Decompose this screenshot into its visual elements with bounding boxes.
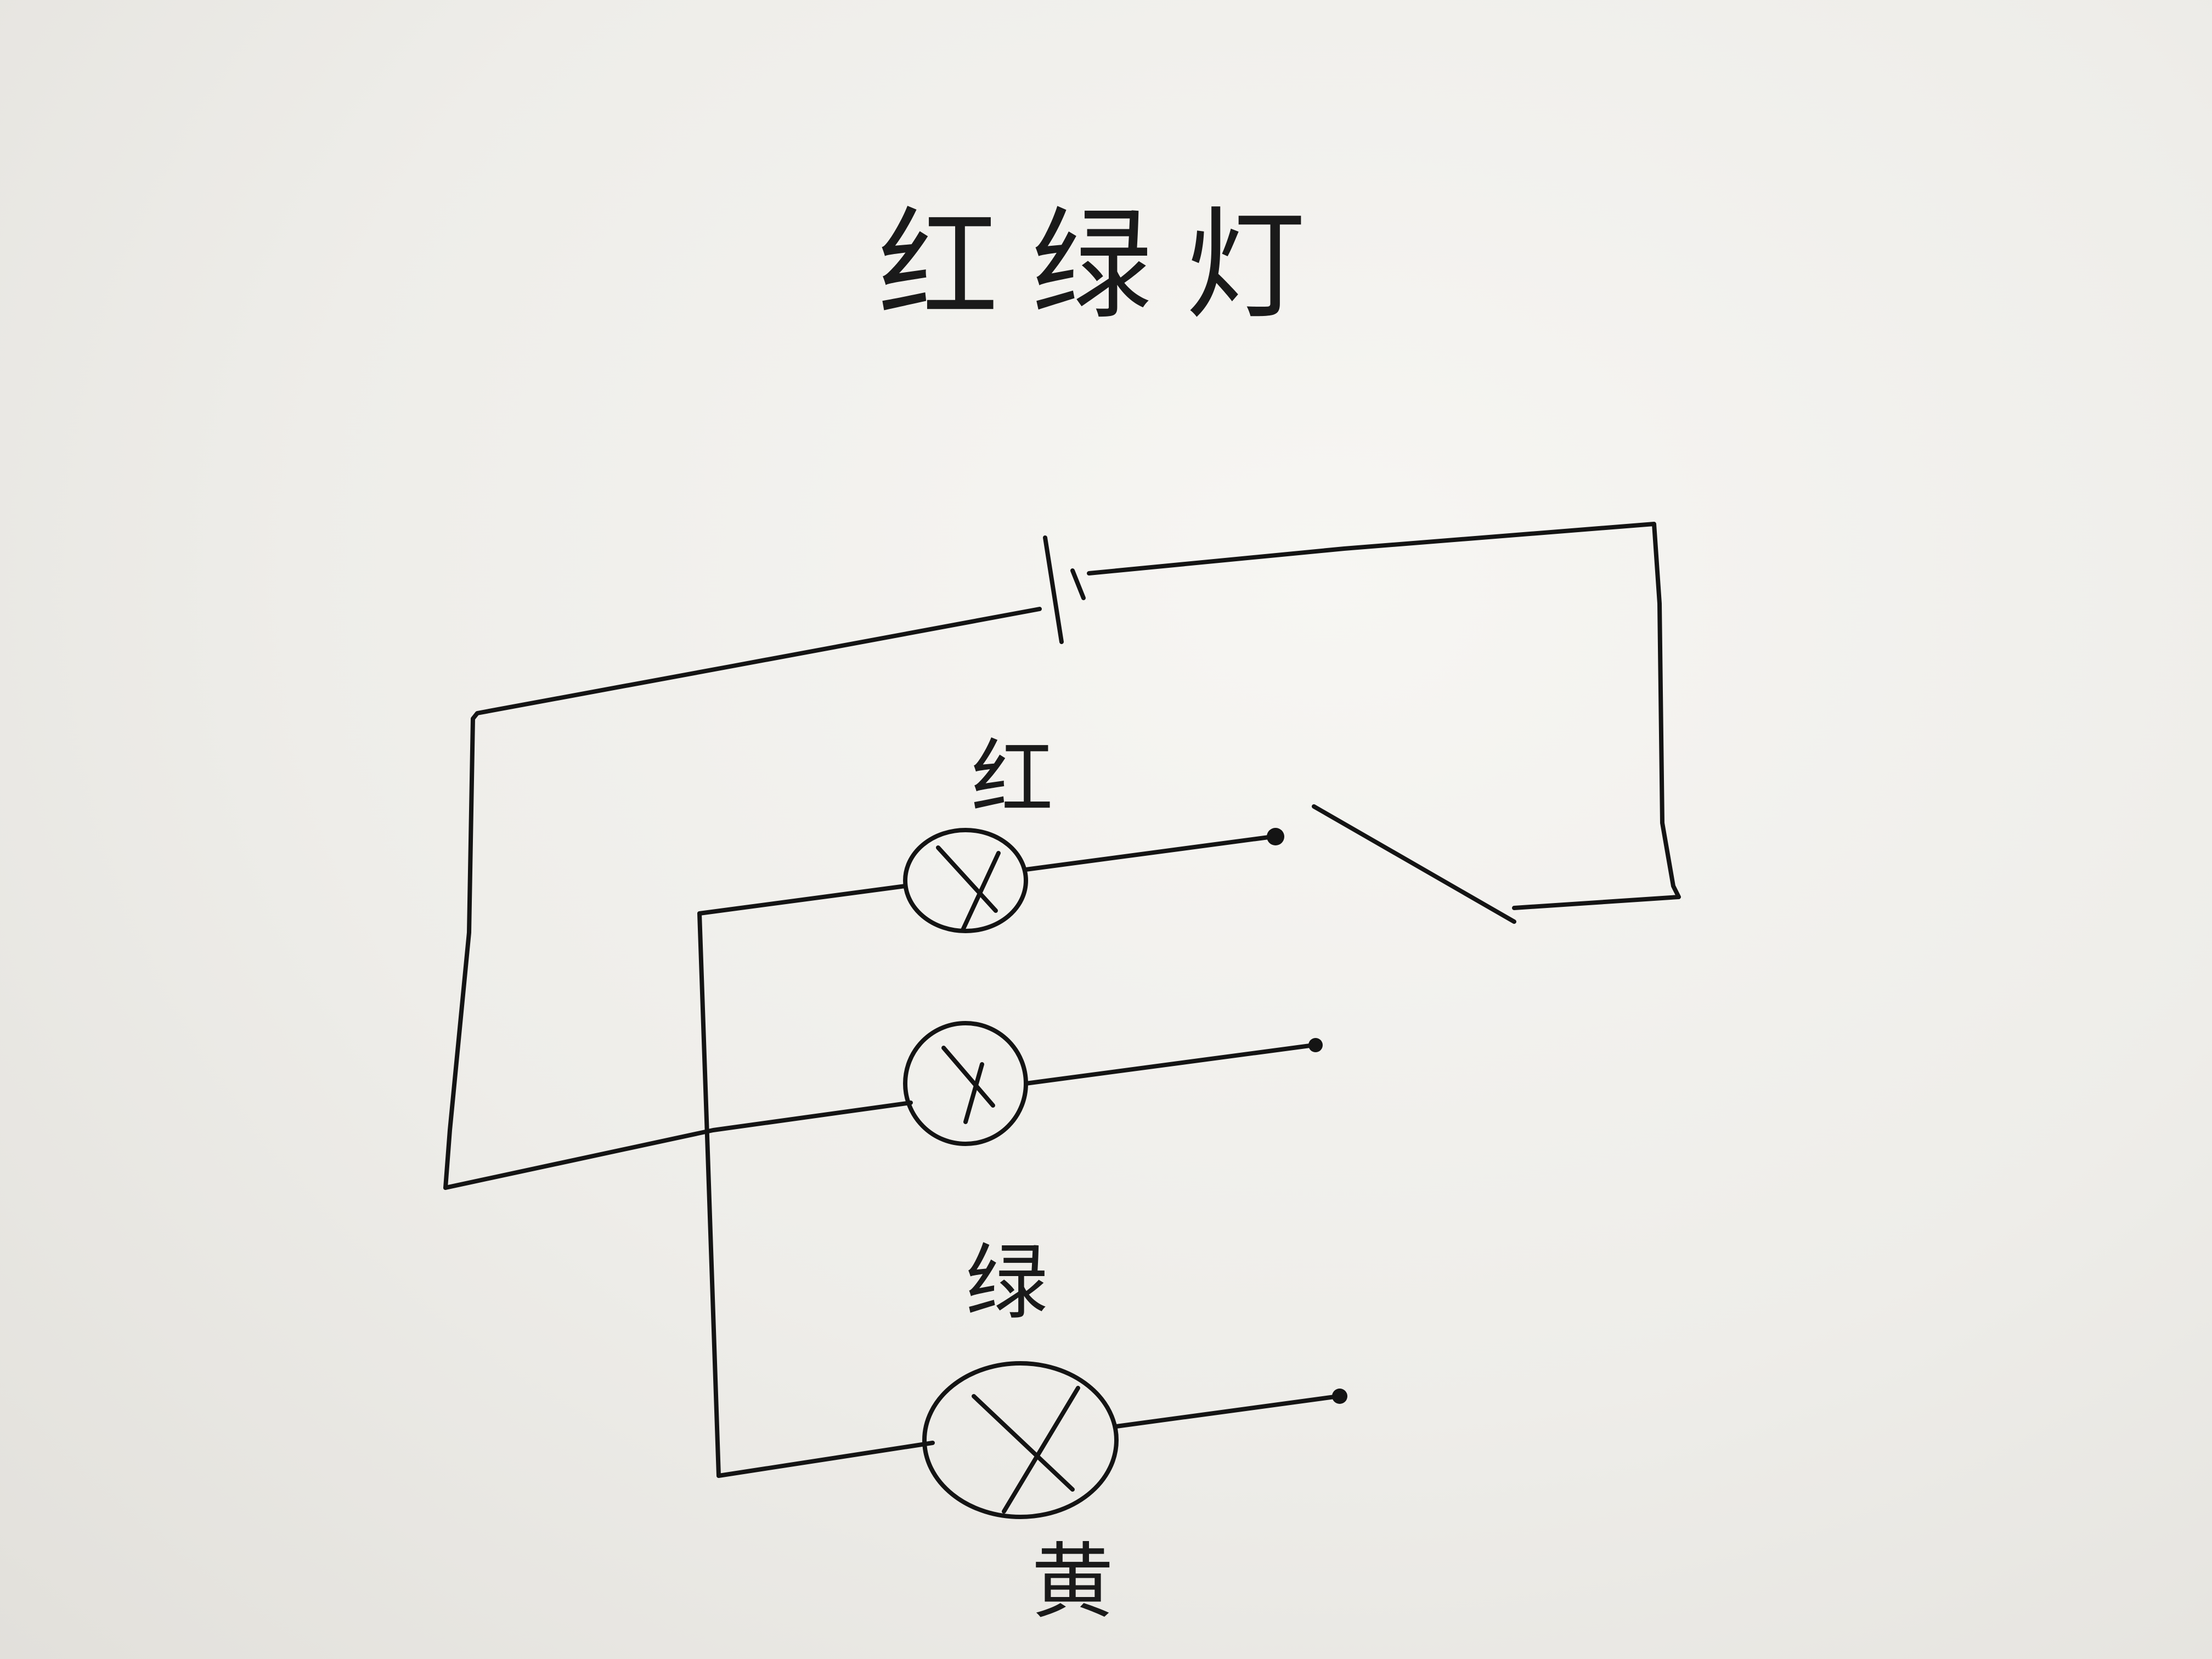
label-red: 红 [971,731,1053,826]
bottom-lamp-terminal [1332,1389,1347,1404]
label-green: 绿 [966,1235,1048,1331]
wire-bottom-left-to-middle-lamp [443,1101,913,1190]
wire-common-bus [697,911,721,1478]
label-yellow: 黄 [1031,1534,1114,1630]
diagram-title: 红绿灯 [878,195,1339,336]
wire-red-lamp-right [1024,834,1275,872]
middle-lamp-terminal [1308,1038,1323,1052]
wire-battery-left [443,607,1042,1190]
red-lamp-terminal [1267,828,1284,845]
wire-middle-lamp-right [1024,1043,1316,1086]
wire-red-lamp-left [697,884,907,916]
wire-bottom-lamp-left [716,1441,935,1478]
single-pole-switch-icon [1312,804,1516,924]
bottom-lamp-icon [922,1361,1119,1519]
middle-lamp-icon [903,1021,1028,1146]
battery-icon [1043,535,1086,644]
red-lamp-icon [903,828,1028,933]
wire-bottom-lamp-right [1114,1394,1341,1429]
wire-battery-right [1087,522,1681,910]
